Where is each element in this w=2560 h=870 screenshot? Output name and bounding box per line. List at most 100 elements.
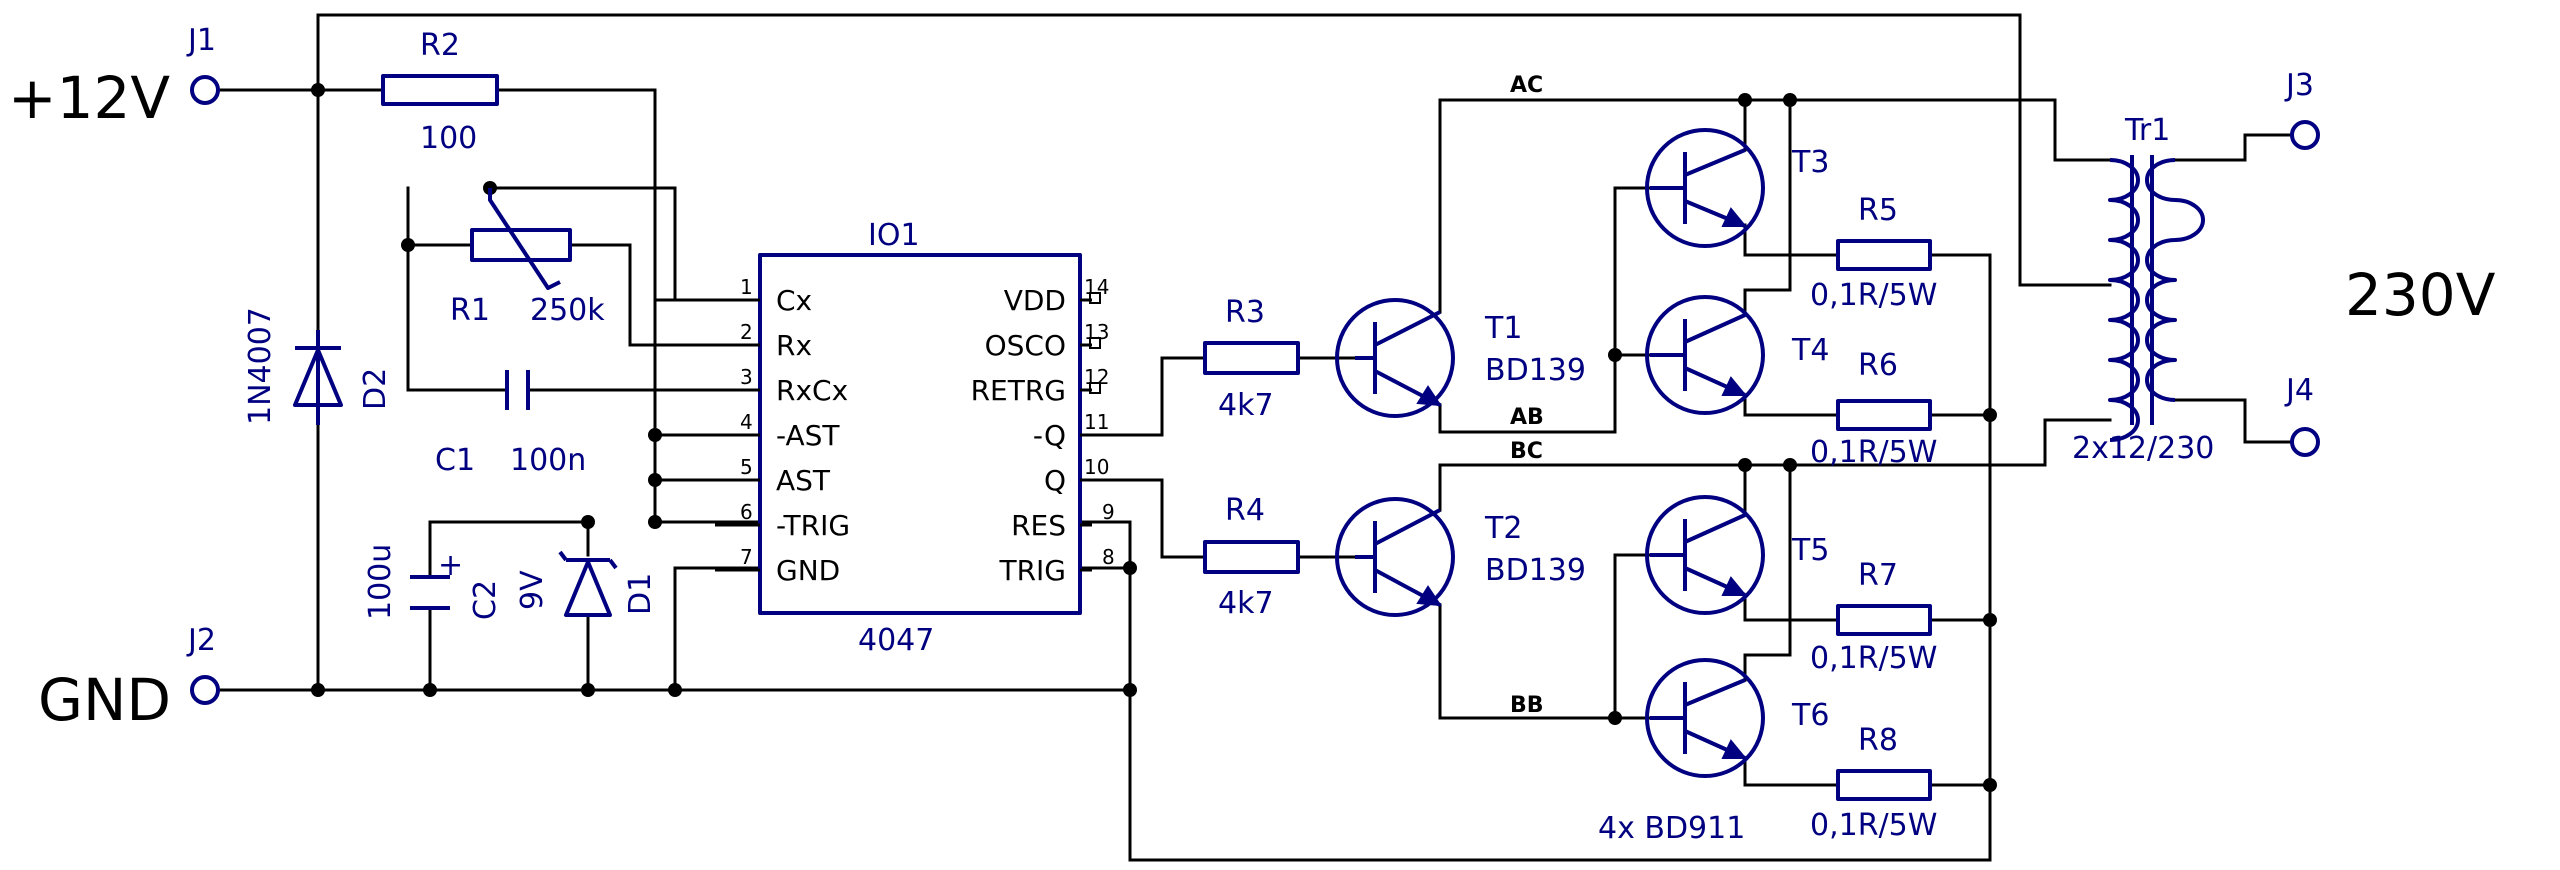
supply-label: +12V [8,64,170,132]
capacitor-c2[interactable]: + 100u C2 [363,544,503,620]
j1-label: J1 [186,23,216,58]
t1-label: T1 [1484,311,1522,346]
r5-label: R5 [1858,193,1898,228]
c2-plus: + [438,548,463,583]
ic-pin-number: 10 [1084,455,1109,479]
ic-pin-number: 9 [1102,500,1115,524]
r1-value: 250k [530,293,605,328]
transistor-t4[interactable]: T4 [1645,295,1829,415]
connector-j2[interactable]: J2 [186,623,220,705]
transistor-t5[interactable]: T5 [1645,495,1829,615]
r3-value: 4k7 [1218,388,1274,423]
potentiometer-r1[interactable]: R1 250k [406,188,605,328]
r4-value: 4k7 [1218,586,1274,621]
tr1-label: Tr1 [2124,113,2170,148]
ic-left-pins: 1 Cx 2 Rx 3 RxCx 4 -AST 5 AST 6 -TRIG 7 GND [715,275,850,587]
net-label-bb: BB [1510,693,1544,718]
r6-value: 0,1R/5W [1810,435,1937,470]
ic-pin-name: Rx [776,329,812,362]
transistor-t1[interactable]: T1 BD139 [1335,298,1586,418]
ic-pin-name: RETRG [971,374,1066,407]
j4-label: J4 [2284,373,2314,408]
wires [216,13,2292,862]
net-label-ac: AC [1510,73,1543,98]
c1-value: 100n [510,443,586,478]
resistor-r2[interactable]: R2 100 [381,28,499,156]
d1-label: D1 [623,573,658,615]
ic-pin-name: VDD [1004,284,1066,317]
t2-value: BD139 [1485,553,1586,588]
ic-pin-name: RES [1011,509,1066,542]
r6-label: R6 [1858,348,1898,383]
t4-label: T4 [1791,333,1829,368]
ic-pin-name: GND [776,554,840,587]
ic-pin-name: -AST [776,419,840,452]
gnd-label: GND [38,666,171,734]
transformer-tr1[interactable]: Tr1 2x12/230 [2072,113,2214,466]
ic-pin-name: RxCx [776,374,848,407]
ic-pin-number: 6 [740,500,753,524]
r5-value: 0,1R/5W [1810,278,1937,313]
tr1-value: 2x12/230 [2072,431,2214,466]
ic-pin-number: 3 [740,365,753,389]
ic-pin-name: Cx [776,284,812,317]
t6-label: T6 [1791,698,1829,733]
ic-pin-name: AST [776,464,831,497]
zener-d1[interactable]: 9V D1 [515,550,658,617]
ic-label: IO1 [868,218,920,253]
c2-label: C2 [468,580,503,620]
net-label-ab: AB [1510,405,1544,430]
resistor-r6[interactable]: R6 0,1R/5W [1810,348,1937,470]
d2-value: 1N4007 [243,307,278,425]
r7-label: R7 [1858,558,1898,593]
junctions [311,83,1997,792]
r8-label: R8 [1858,723,1898,758]
j3-label: J3 [2284,68,2314,103]
resistor-r8[interactable]: R8 0,1R/5W [1810,723,1937,843]
output-voltage-label: 230V [2345,261,2496,329]
transistor-t2[interactable]: T2 BD139 [1335,497,1586,617]
r2-value: 100 [420,121,477,156]
resistor-r3[interactable]: R3 4k7 [1203,295,1300,423]
ic-pin-name: Q [1044,464,1066,497]
t5-label: T5 [1791,533,1829,568]
c1-label: C1 [435,443,475,478]
ic-pin-number: 5 [740,455,753,479]
ic-pin-number: 4 [740,410,753,434]
r2-label: R2 [420,28,460,63]
transistor-t3[interactable]: T3 [1645,128,1829,248]
r1-label: R1 [450,293,490,328]
d1-value: 9V [515,570,550,610]
ic-part: 4047 [858,623,934,658]
ic-pin-number: 13 [1084,320,1109,344]
transistor-t6[interactable]: T6 [1645,658,1829,778]
d2-label: D2 [358,368,393,410]
r4-label: R4 [1225,493,1265,528]
resistor-r4[interactable]: R4 4k7 [1203,493,1300,621]
r3-label: R3 [1225,295,1265,330]
ic-pin-number: 11 [1084,410,1109,434]
capacitor-c1[interactable]: C1 100n [406,370,586,478]
t1-value: BD139 [1485,353,1586,388]
ic-pin-number: 1 [740,275,753,299]
resistor-r5[interactable]: R5 0,1R/5W [1810,193,1937,313]
c2-value: 100u [363,544,398,620]
power-transistor-note: 4x BD911 [1598,811,1745,846]
ic-pin-number: 8 [1102,545,1115,569]
connector-j4[interactable]: J4 [2284,373,2320,457]
ic-pin-name: -TRIG [776,509,850,542]
connector-j1[interactable]: J1 [186,23,220,105]
ic-pin-name: OSCO [985,329,1066,362]
connector-j3[interactable]: J3 [2284,68,2320,150]
t3-label: T3 [1791,145,1829,180]
r8-value: 0,1R/5W [1810,808,1937,843]
t2-label: T2 [1484,511,1522,546]
diode-d2[interactable]: 1N4007 D2 [243,307,393,425]
ic-pin-number: 7 [740,545,753,569]
ic-pin-number: 2 [740,320,753,344]
resistor-r7[interactable]: R7 0,1R/5W [1810,558,1937,676]
net-label-bc: BC [1510,439,1543,464]
